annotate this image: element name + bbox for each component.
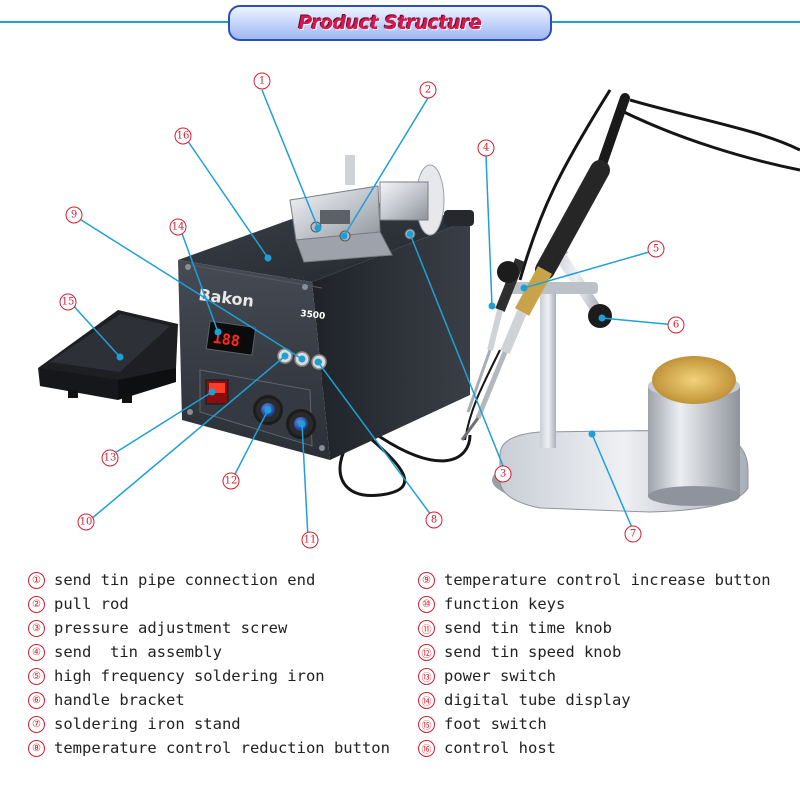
callout-circles <box>59 72 685 549</box>
callout-number: 2 <box>425 85 431 96</box>
send-tin-assembly-top <box>289 155 474 263</box>
legend-item: ⑩ function keys <box>418 592 771 616</box>
callout-number: 7 <box>630 529 636 540</box>
legend-item: ⑯ control host <box>418 736 771 760</box>
soldering-iron <box>460 93 630 441</box>
model-label: 3500 <box>300 309 326 322</box>
callout-number: 8 <box>431 515 437 526</box>
callout-number: 13 <box>104 453 117 464</box>
legend-item: ④ send tin assembly <box>28 640 390 664</box>
legend-label: send tin time knob <box>444 619 612 637</box>
legend-number: ② <box>28 595 45 613</box>
legend-item: ⑦ soldering iron stand <box>28 712 390 736</box>
legend-item: ① send tin pipe connection end <box>28 568 390 592</box>
legend-number: ⑩ <box>418 595 435 613</box>
power-switch <box>205 379 229 405</box>
legend-label: send tin assembly <box>54 643 222 661</box>
cable <box>518 89 612 281</box>
legend-label: digital tube display <box>444 691 631 709</box>
callout-numbers: 1 2 3 4 5 6 7 8 9 10 11 12 13 14 15 16 <box>62 76 680 546</box>
legend-number: ⑭ <box>418 691 435 709</box>
cable <box>619 108 800 172</box>
legend-item: ⑫ send tin speed knob <box>418 640 771 664</box>
cleaning-cup <box>648 356 740 506</box>
callout-number: 1 <box>259 76 265 87</box>
legend-item: ② pull rod <box>28 592 390 616</box>
cable <box>629 98 800 152</box>
legend-label: high frequency soldering iron <box>54 667 325 685</box>
legend-number: ④ <box>28 643 45 661</box>
legend-label: soldering iron stand <box>54 715 241 733</box>
legend-item: ⑧ temperature control reduction button <box>28 736 390 760</box>
legend-item: ⑮ foot switch <box>418 712 771 736</box>
cable <box>338 428 407 498</box>
callout-number: 11 <box>304 535 317 546</box>
callout-number: 16 <box>177 131 190 142</box>
callout-number: 4 <box>483 143 489 154</box>
legend-number: ⑮ <box>418 715 435 733</box>
callout-number: 9 <box>71 210 77 221</box>
legend-label: power switch <box>444 667 556 685</box>
legend-item: ⑪ send tin time knob <box>418 616 771 640</box>
legend-label: pressure adjustment screw <box>54 619 288 637</box>
product-diagram: Bakon 3500 188 <box>38 72 800 549</box>
title-rule-left <box>0 21 228 23</box>
legend-label: handle bracket <box>54 691 185 709</box>
legend-number: ⑪ <box>418 619 435 637</box>
legend-label: foot switch <box>444 715 547 733</box>
callout-number: 6 <box>673 320 679 331</box>
bracket-knob <box>497 261 519 283</box>
legend-label: function keys <box>444 595 566 613</box>
legend-item: ⑥ handle bracket <box>28 688 390 712</box>
legend-item: ③ pressure adjustment screw <box>28 616 390 640</box>
legend-label: temperature control increase button <box>444 571 771 589</box>
legend-number: ③ <box>28 619 45 637</box>
legend-number: ① <box>28 571 45 589</box>
callout-number: 15 <box>62 297 75 308</box>
callout-number: 12 <box>225 476 238 487</box>
legend-number: ⑧ <box>28 739 45 757</box>
legend-label: temperature control reduction button <box>54 739 390 757</box>
foot-switch <box>38 310 178 403</box>
legend-number: ⑨ <box>418 571 435 589</box>
legend-label: send tin speed knob <box>444 643 622 661</box>
legend-item: ⑨ temperature control increase button <box>418 568 771 592</box>
legend-number: ⑤ <box>28 667 45 685</box>
legend-label: send tin pipe connection end <box>54 571 316 589</box>
legend-label: pull rod <box>54 595 129 613</box>
legend-number: ⑯ <box>418 739 435 757</box>
legend-item: ⑤ high frequency soldering iron <box>28 664 390 688</box>
page-title: Product Structure <box>298 12 482 34</box>
legend-item: ⑭ digital tube display <box>418 688 771 712</box>
callout-number: 5 <box>653 244 659 255</box>
legend-number: ⑫ <box>418 643 435 661</box>
callout-lines <box>69 89 677 539</box>
callout-number: 3 <box>500 469 506 480</box>
callout-number: 10 <box>80 517 93 528</box>
callout-number: 14 <box>172 222 185 233</box>
legend-number: ⑬ <box>418 667 435 685</box>
legend-label: control host <box>444 739 556 757</box>
title-banner: Product Structure <box>228 5 552 41</box>
legend-number: ⑥ <box>28 691 45 709</box>
legend-number: ⑦ <box>28 715 45 733</box>
legend-item: ⑬ power switch <box>418 664 771 688</box>
callout-markers <box>116 224 606 438</box>
legend-column-right: ⑨ temperature control increase button ⑩ fu… <box>418 568 771 760</box>
title-rule-right <box>552 21 800 23</box>
